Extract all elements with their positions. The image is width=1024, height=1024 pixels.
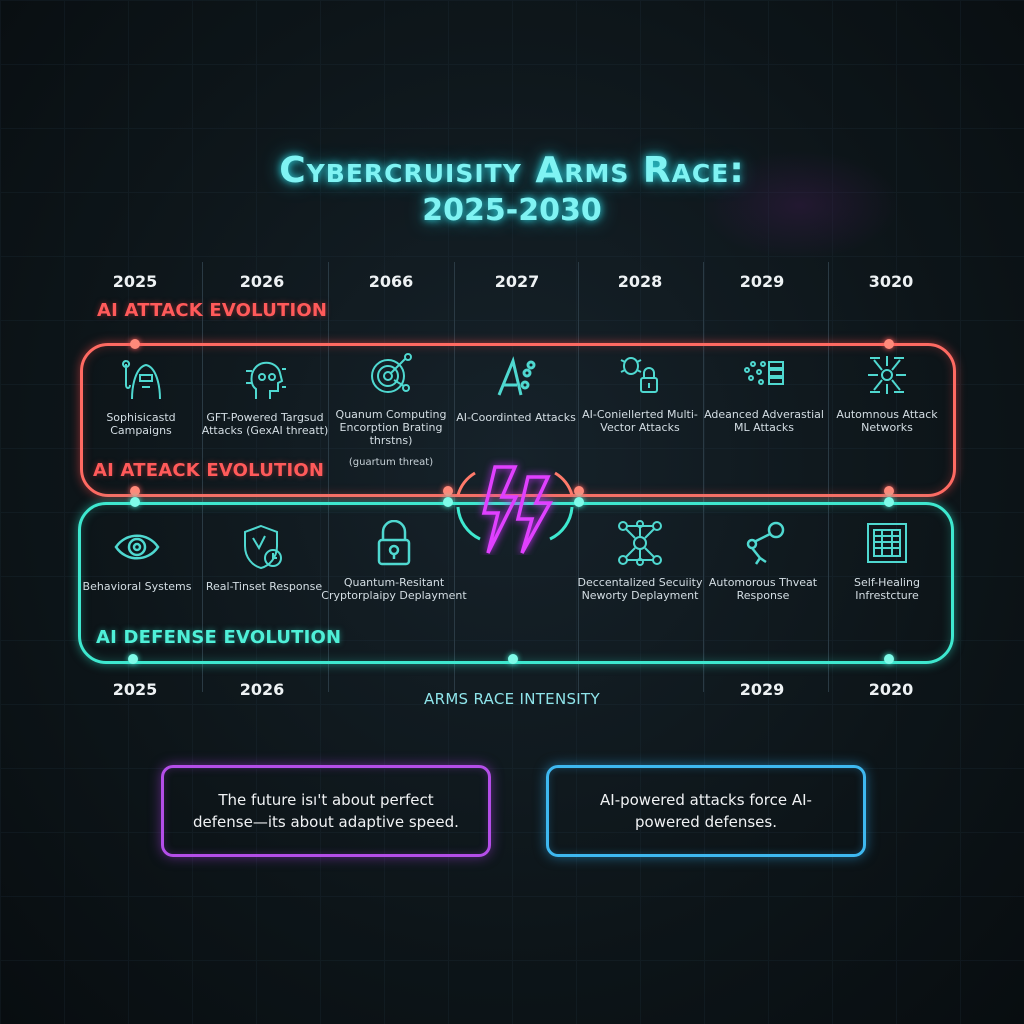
year-label: 3020 <box>868 272 914 291</box>
defense-item: Real-Tinset Response <box>199 524 329 593</box>
attack-item: AI-Coordinted Attacks <box>451 355 581 424</box>
timeline-node <box>130 497 140 507</box>
timeline-node <box>574 486 584 496</box>
column-divider <box>454 262 455 692</box>
quote-box-ai-defenses: AI-powered attacks force AI-powered defe… <box>546 765 866 857</box>
timeline-node <box>130 339 140 349</box>
year-label: 2029 <box>739 272 785 291</box>
eye-icon <box>114 534 160 560</box>
title-line-1: Cybercruisity Arms Race: <box>279 150 745 191</box>
shield-clock-icon <box>244 524 282 570</box>
defense-item: Automorous Thveat Response <box>698 520 828 602</box>
timeline-node <box>130 486 140 496</box>
year-label: 2029 <box>739 680 785 699</box>
attack-item: Adeanced Adverastial ML Attacks <box>699 352 829 434</box>
timeline-node <box>128 654 138 664</box>
year-label: 2025 <box>112 272 158 291</box>
column-divider <box>202 262 203 692</box>
quote-text: The future isı't about perfect defense—i… <box>193 791 459 831</box>
column-divider <box>828 262 829 692</box>
year-label: 2026 <box>239 272 285 291</box>
year-label: 2025 <box>112 680 158 699</box>
defense-item: Quantum-Resitant Cryptorplaipy Deplaymen… <box>321 519 467 602</box>
attack-item: Quanum Computing Encorption Brating thrs… <box>326 352 456 468</box>
ai-chain-link-icon <box>497 356 536 396</box>
defense-evolution-label: AI DEFENSE EVOLUTION <box>96 627 342 648</box>
timeline-node <box>884 339 894 349</box>
timeline-node <box>574 497 584 507</box>
timeline-node <box>884 497 894 507</box>
defense-item: Self-Healing Infrestcture <box>822 520 952 602</box>
timeline-node <box>884 486 894 496</box>
year-label: 2026 <box>239 680 285 699</box>
timeline-node <box>443 497 453 507</box>
self-healing-circuit-icon <box>867 523 907 563</box>
column-divider <box>578 262 579 692</box>
year-label: 2027 <box>494 272 540 291</box>
title-line-2: 2025-2030 <box>422 193 602 228</box>
timeline-node <box>443 486 453 496</box>
column-divider <box>328 262 329 692</box>
attack-item: AI-Coniellerted Multi-Vector Attacks <box>575 352 705 434</box>
attack-evolution-label-bottom: AI ATEACK EVOLUTION <box>93 460 325 481</box>
attack-item: Sophisicastd Campaigns <box>76 355 206 437</box>
decentralized-network-icon <box>618 520 662 566</box>
lightning-bolts-icon <box>456 465 574 554</box>
background-glow <box>700 150 900 260</box>
attack-network-icon <box>868 356 906 394</box>
attack-item: Automnous Attack Networks <box>822 352 952 434</box>
adversarial-ml-data-icon <box>744 361 784 385</box>
year-label: 2066 <box>368 272 414 291</box>
defense-item: Deccentalized Secuiity Neworty Deplaymen… <box>575 520 705 602</box>
bug-lock-icon <box>620 357 658 393</box>
quote-text: AI-powered attacks force AI-powered defe… <box>600 791 812 831</box>
ai-brain-head-icon <box>246 361 286 399</box>
page-title: Cybercruisity Arms Race: 2025-2030 <box>0 150 1024 228</box>
robot-arm-icon <box>746 521 785 565</box>
timeline-node <box>884 654 894 664</box>
quantum-target-icon <box>371 353 412 393</box>
quote-box-adaptive-speed: The future isı't about perfect defense—i… <box>161 765 491 857</box>
attack-item: GFT-Powered Targsud Attacks (GexAI threa… <box>200 355 330 437</box>
padlock-icon <box>377 519 411 566</box>
year-label: 2020 <box>868 680 914 699</box>
column-divider <box>703 262 704 692</box>
defense-item: Behavioral Systems <box>72 524 202 593</box>
timeline-node <box>508 654 518 664</box>
hooded-hacker-icon <box>122 360 161 400</box>
arms-race-intensity-label: ARMS RACE INTENSITY <box>424 690 600 708</box>
attack-evolution-label: AI ATTACK EVOLUTION <box>97 300 328 321</box>
year-label: 2028 <box>617 272 663 291</box>
